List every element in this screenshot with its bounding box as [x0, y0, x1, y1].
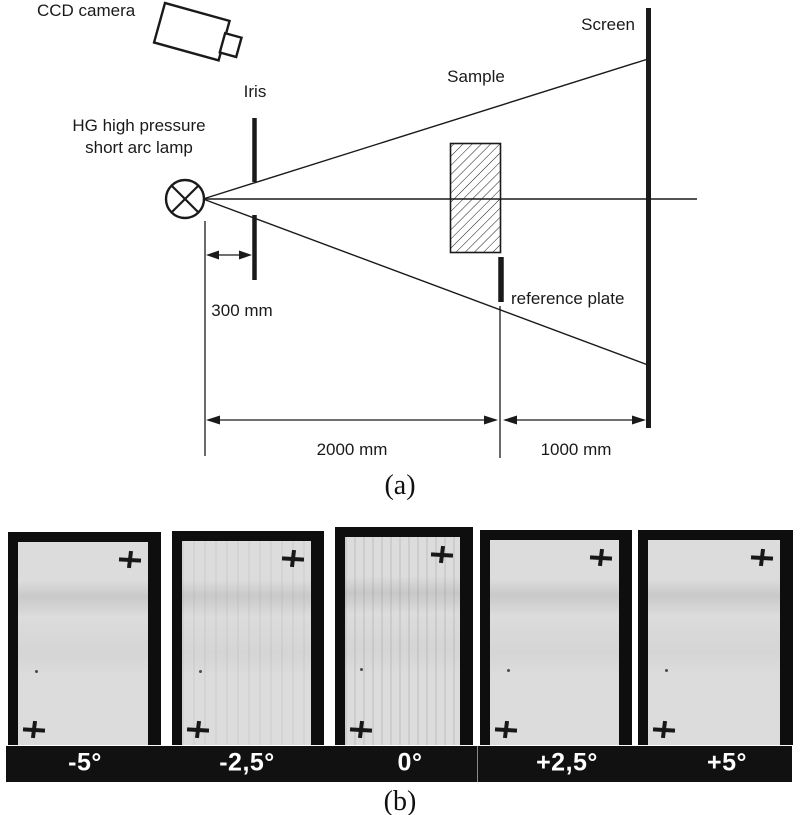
- fiducial-cross-icon: [23, 721, 45, 738]
- sample: [449, 142, 502, 254]
- fiducial-cross-icon: [431, 546, 453, 563]
- angle-label: -5°: [68, 748, 102, 777]
- screen-label: Screen: [581, 15, 635, 34]
- plate-image: [648, 540, 780, 745]
- band-divider: [477, 746, 478, 782]
- plate-image: [182, 541, 311, 745]
- caption-b: (b): [383, 786, 417, 815]
- dimension-300mm: [206, 250, 252, 260]
- lamp-label-line1: HG high pressure: [72, 116, 205, 135]
- plate-image: [490, 540, 619, 745]
- fiducial-cross-icon: [282, 550, 304, 567]
- dimension-1000mm: [503, 415, 646, 425]
- sample-label: Sample: [447, 67, 505, 86]
- fiducial-cross-icon: [653, 721, 675, 738]
- angle-label: +2,5°: [536, 748, 598, 777]
- dim-1000mm-label: 1000 mm: [541, 440, 612, 459]
- fiducial-cross-icon: [751, 549, 773, 566]
- angle-label-band: -5° -2,5° 0° +2,5° +5°: [6, 746, 792, 782]
- lamp-icon: [164, 178, 206, 220]
- angle-label: +5°: [706, 748, 748, 777]
- ccd-camera-label: CCD camera: [37, 1, 136, 20]
- lamp-label-line2: short arc lamp: [85, 138, 193, 157]
- sample-photo-panel: [638, 530, 793, 745]
- setup-diagram: CCD camera Iris HG high pressure short a…: [37, 1, 697, 459]
- sample-photo-panel: [335, 527, 473, 745]
- sample-photo-panel: [8, 532, 161, 745]
- dim-300mm-label: 300 mm: [211, 301, 272, 320]
- angle-label: -2,5°: [219, 748, 275, 777]
- angle-label: 0°: [397, 748, 423, 777]
- fiducial-cross-icon: [187, 721, 209, 738]
- fiducial-cross-icon: [350, 721, 372, 738]
- fiducial-cross-icon: [495, 721, 517, 738]
- fiducial-cross-icon: [119, 551, 141, 568]
- fiducial-cross-icon: [590, 549, 612, 566]
- dimension-2000mm: [206, 415, 498, 425]
- caption-a: (a): [384, 470, 416, 501]
- ccd-camera-icon: [152, 1, 243, 62]
- sample-photo-panel: [172, 531, 324, 745]
- plate-image: [345, 537, 460, 745]
- reference-plate-label: reference plate: [511, 289, 624, 308]
- sample-photo-panel: [480, 530, 632, 745]
- extension-lines: [204, 221, 501, 458]
- iris-label: Iris: [244, 82, 267, 101]
- plate-image: [18, 542, 148, 745]
- dim-2000mm-label: 2000 mm: [317, 440, 388, 459]
